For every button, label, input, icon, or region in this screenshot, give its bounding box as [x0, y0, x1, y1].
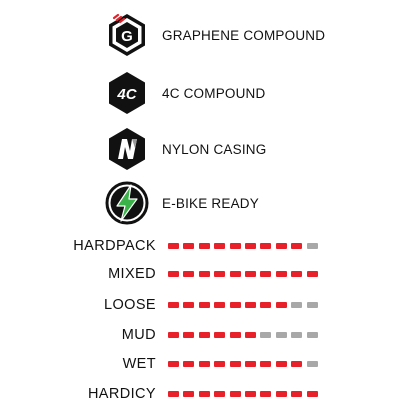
rating-segment-filled [245, 391, 256, 397]
rating-segment-filled [214, 302, 226, 308]
rating-segment-filled [168, 302, 179, 308]
rating-segment-filled [291, 243, 303, 249]
rating-segment-filled [260, 361, 272, 367]
rating-segment-filled [275, 391, 287, 397]
rating-meter [168, 391, 346, 397]
rating-segment-filled [260, 243, 272, 249]
rating-segment-filled [198, 302, 210, 308]
rating-segment-filled [245, 271, 256, 277]
rating-label: WET [122, 356, 156, 372]
rating-segment-filled [214, 361, 226, 367]
rating-label: HARDICY [87, 386, 156, 402]
rating-segment-filled [260, 391, 272, 397]
rating-segment-filled [168, 332, 179, 338]
feature-label: NYLON CASING [162, 141, 267, 157]
rating-row-mixed: MIXED [0, 264, 416, 284]
rating-segment-empty [306, 332, 318, 338]
4c-compound-icon: 4C [109, 72, 145, 114]
feature-label: E-BIKE READY [162, 195, 259, 211]
rating-segment-filled [275, 302, 287, 308]
rating-segment-filled [198, 271, 210, 277]
rating-row-loose: LOOSE [0, 295, 416, 315]
rating-segment-filled [168, 271, 179, 277]
rating-label: LOOSE [104, 297, 156, 313]
lightning-bolt-icon [105, 181, 149, 225]
rating-segment-empty [291, 332, 303, 338]
rating-meter [168, 332, 346, 338]
rating-segment-empty [306, 361, 318, 367]
rating-segment-filled [183, 332, 195, 338]
svg-text:G: G [121, 28, 133, 45]
feature-4c-compound: 4C 4C COMPOUND [104, 70, 404, 116]
rating-segment-filled [291, 361, 303, 367]
rating-segment-filled [214, 332, 226, 338]
rating-segment-filled [214, 391, 226, 397]
rating-label: MUD [121, 327, 156, 343]
rating-segment-filled [183, 361, 195, 367]
rating-segment-filled [306, 271, 318, 277]
rating-segment-filled [245, 243, 256, 249]
rating-segment-filled [168, 243, 179, 249]
rating-segment-empty [291, 302, 303, 308]
rating-segment-filled [229, 243, 241, 249]
rating-segment-filled [229, 391, 241, 397]
rating-meter [168, 243, 346, 249]
rating-segment-filled [275, 361, 287, 367]
rating-segment-filled [214, 243, 226, 249]
rating-segment-filled [183, 302, 195, 308]
feature-label: 4C COMPOUND [162, 85, 266, 101]
feature-nylon-casing: NYLON CASING [104, 126, 404, 172]
rating-segment-filled [245, 361, 256, 367]
rating-segment-filled [168, 391, 179, 397]
rating-segment-filled [198, 391, 210, 397]
rating-segment-empty [306, 302, 318, 308]
rating-meter [168, 271, 346, 277]
rating-segment-filled [275, 243, 287, 249]
rating-label: HARDPACK [73, 238, 156, 254]
rating-segment-filled [245, 332, 256, 338]
rating-segment-filled [291, 271, 303, 277]
rating-segment-filled [168, 361, 179, 367]
rating-meter [168, 361, 346, 367]
rating-segment-filled [214, 271, 226, 277]
feature-e-bike-ready: E-BIKE READY [104, 180, 404, 226]
feature-graphene-compound: G GRAPHENE COMPOUND [104, 12, 404, 58]
rating-meter [168, 302, 346, 308]
rating-segment-filled [198, 243, 210, 249]
rating-row-hardicy: HARDICY [0, 384, 416, 404]
rating-segment-filled [245, 302, 256, 308]
svg-text:4C: 4C [116, 86, 137, 103]
rating-row-hardpack: HARDPACK [0, 236, 416, 256]
feature-label: GRAPHENE COMPOUND [162, 27, 326, 43]
rating-row-wet: WET [0, 354, 416, 374]
rating-segment-filled [198, 332, 210, 338]
rating-segment-filled [198, 361, 210, 367]
rating-segment-filled [183, 243, 195, 249]
rating-segment-empty [260, 332, 272, 338]
graphene-compound-icon: G [109, 13, 145, 56]
rating-segment-filled [275, 271, 287, 277]
rating-segment-empty [306, 243, 318, 249]
rating-segment-filled [229, 332, 241, 338]
rating-segment-filled [291, 391, 303, 397]
rating-segment-filled [183, 271, 195, 277]
rating-label: MIXED [108, 266, 156, 282]
rating-segment-empty [275, 332, 287, 338]
rating-segment-filled [183, 391, 195, 397]
nylon-casing-icon [109, 128, 145, 170]
rating-segment-filled [306, 391, 318, 397]
rating-segment-filled [260, 302, 272, 308]
rating-segment-filled [229, 361, 241, 367]
rating-segment-filled [229, 302, 241, 308]
rating-row-mud: MUD [0, 325, 416, 345]
rating-segment-filled [229, 271, 241, 277]
rating-segment-filled [260, 271, 272, 277]
